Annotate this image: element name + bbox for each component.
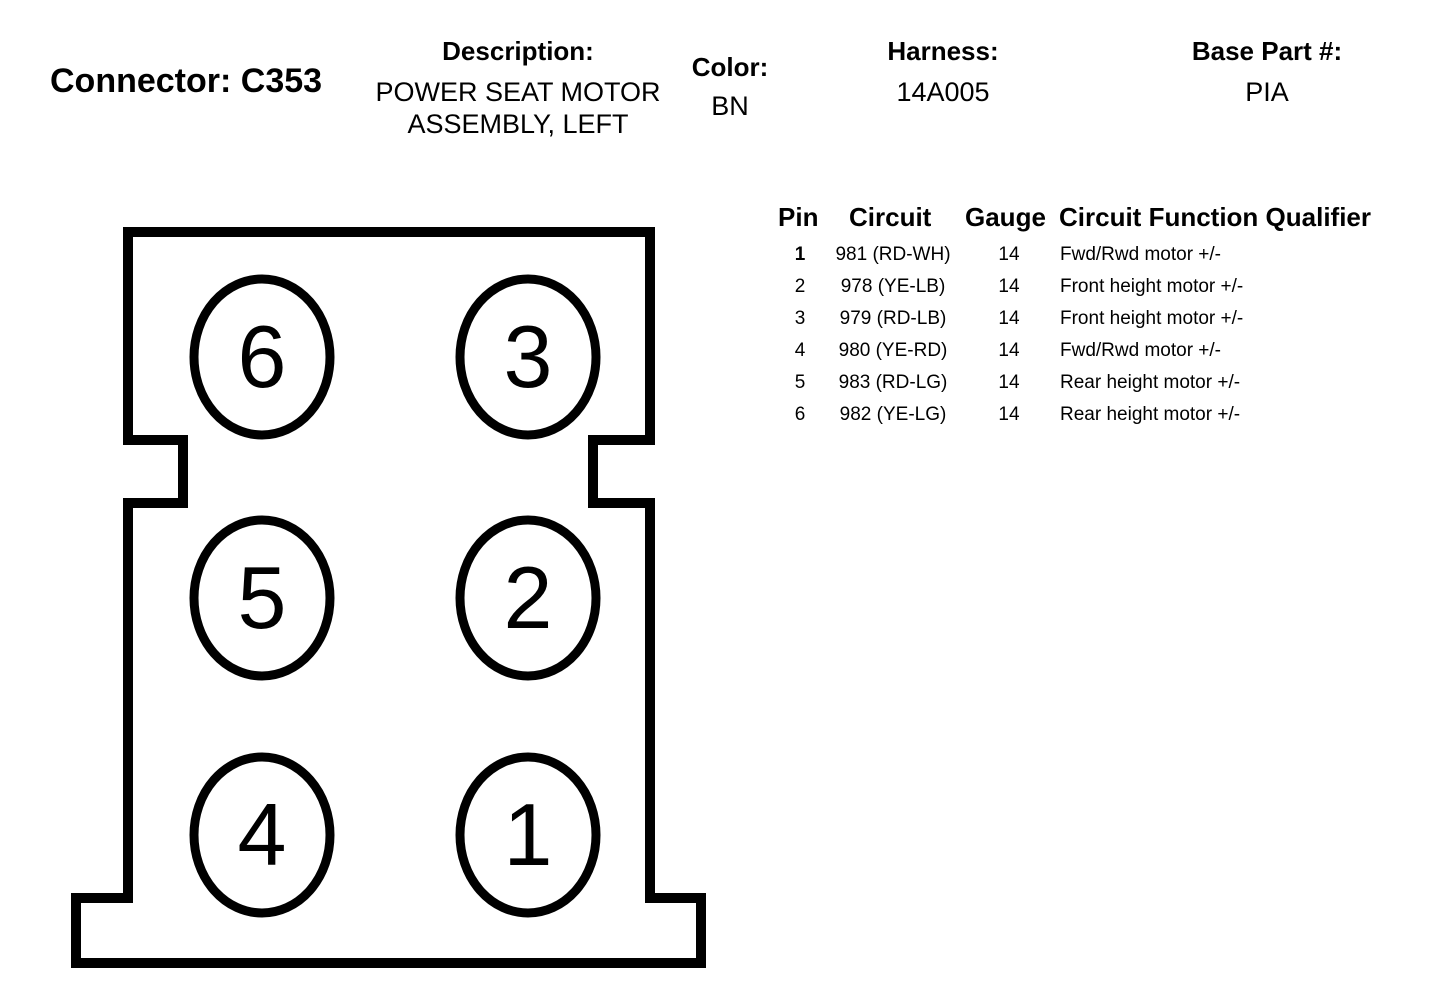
base-part-value: PIA (1245, 77, 1289, 107)
pin-cavity-ring (455, 274, 601, 440)
function-cell: Fwd/Rwd motor +/- (1060, 244, 1222, 265)
function-cell: Front height motor +/- (1060, 276, 1244, 297)
gauge-cell: 14 (998, 244, 1020, 265)
gauge-cell: 14 (998, 340, 1020, 361)
circuit-column-header: Circuit (849, 202, 932, 232)
pin-cavity-5: 5 (189, 515, 335, 681)
pin-table: Pin Circuit Gauge Circuit Function Quali… (772, 202, 1412, 442)
function-cell: Front height motor +/- (1060, 308, 1244, 329)
table-row: 1 981 (RD-WH) 14 Fwd/Rwd motor +/- (772, 244, 1422, 276)
gauge-column-header: Gauge (965, 202, 1046, 232)
pin-cavity-number: 2 (504, 548, 553, 647)
function-cell: Rear height motor +/- (1060, 404, 1241, 425)
function-cell: Fwd/Rwd motor +/- (1060, 340, 1222, 361)
pin-cavity-ring (189, 515, 335, 681)
circuit-cell: 978 (YE-LB) (840, 276, 946, 297)
color-value: BN (711, 91, 749, 121)
circuit-cell: 982 (YE-LG) (839, 404, 947, 425)
table-row: 4 980 (YE-RD) 14 Fwd/Rwd motor +/- (772, 340, 1422, 372)
circuit-cell: 983 (RD-LG) (838, 372, 948, 393)
description-block: Description: POWER SEAT MOTOR ASSEMBLY, … (360, 36, 676, 140)
pin-number-cell: 3 (794, 308, 806, 329)
pin-cavity-number: 4 (238, 785, 287, 884)
harness-label: Harness: (887, 36, 999, 66)
gauge-cell: 14 (998, 308, 1020, 329)
circuit-cell: 979 (RD-LB) (839, 308, 947, 329)
connector-outline (71, 227, 706, 968)
table-row: 2 978 (YE-LB) 14 Front height motor +/- (772, 276, 1422, 308)
harness-block: Harness: 14A005 (843, 36, 1043, 108)
connector-title: Connector: C353 (50, 62, 323, 100)
pin-cavity-number: 1 (504, 785, 553, 884)
pin-cavity-ring (455, 752, 601, 918)
connector-face-diagram: 6 3 5 2 4 1 (71, 227, 706, 968)
circuit-cell: 980 (YE-RD) (838, 340, 948, 361)
pin-cavity-number: 3 (504, 307, 553, 406)
pin-number-cell: 2 (794, 276, 806, 297)
pin-number-cell: 5 (794, 372, 806, 393)
table-row: 3 979 (RD-LB) 14 Front height motor +/- (772, 308, 1422, 340)
pin-column-header: Pin (778, 202, 819, 232)
table-row: 6 982 (YE-LG) 14 Rear height motor +/- (772, 404, 1422, 436)
pin-number-cell: 6 (794, 404, 806, 425)
description-value-line2: ASSEMBLY, LEFT (407, 109, 629, 139)
description-label: Description: (442, 36, 594, 66)
pin-number-cell: 1 (794, 244, 806, 265)
base-part-block: Base Part #: PIA (1167, 36, 1367, 108)
pin-cavity-6: 6 (189, 274, 335, 440)
function-cell: Rear height motor +/- (1060, 372, 1241, 393)
pin-cavity-1: 1 (455, 752, 601, 918)
color-block: Color: BN (680, 52, 780, 122)
base-part-label: Base Part #: (1191, 36, 1343, 66)
function-column-header: Circuit Function Qualifier (1059, 202, 1372, 232)
pin-cavity-ring (455, 515, 601, 681)
color-label: Color: (691, 52, 769, 82)
pin-cavity-number: 5 (238, 548, 287, 647)
pin-cavity-ring (189, 274, 335, 440)
gauge-cell: 14 (998, 404, 1020, 425)
table-row: 5 983 (RD-LG) 14 Rear height motor +/- (772, 372, 1422, 404)
gauge-cell: 14 (998, 372, 1020, 393)
pin-cavity-3: 3 (455, 274, 601, 440)
pin-cavity-number: 6 (238, 307, 287, 406)
pin-cavity-2: 2 (455, 515, 601, 681)
pin-cavity-ring (189, 752, 335, 918)
circuit-cell: 981 (RD-WH) (835, 244, 951, 265)
harness-value: 14A005 (896, 77, 990, 107)
pin-number-cell: 4 (794, 340, 806, 361)
gauge-cell: 14 (998, 276, 1020, 297)
pin-cavity-4: 4 (189, 752, 335, 918)
description-value-line1: POWER SEAT MOTOR (375, 77, 661, 107)
